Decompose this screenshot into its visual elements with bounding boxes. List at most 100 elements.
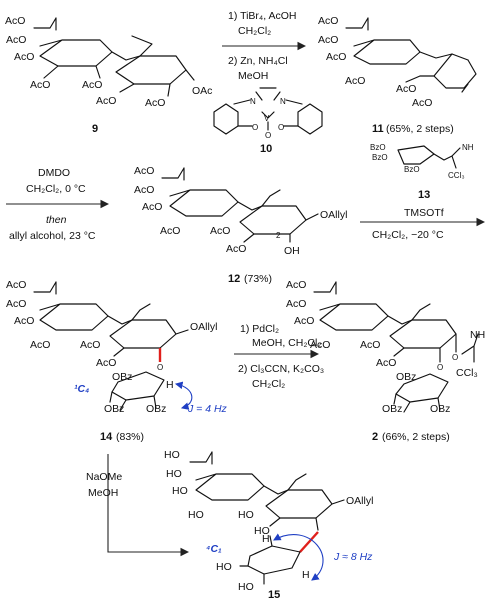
acetoxy-label: AcO (145, 97, 165, 109)
acetoxy-label: AcO (160, 225, 180, 237)
reagent-solvent: CH₂Cl₂ (238, 25, 271, 37)
acetoxy-label: AcO (286, 279, 306, 291)
compound-12-structure: AcO AcO AcO AcO AcO AcO OAllyl OH 2 12 (… (134, 165, 347, 285)
compound-15-structure: HO HO HO HO HO HO OAllyl H HO H HO ⁴C₁ J… (164, 449, 373, 601)
benzoyloxy-label: BzO (372, 153, 388, 162)
benzoyloxy-label: OBz (146, 403, 166, 415)
reaction-arrow-step5 (107, 454, 190, 557)
acetoxy-label: AcO (6, 279, 26, 291)
oxo-atom: O (265, 131, 271, 140)
imine-label: NH (462, 143, 474, 152)
coupling-arrow-15 (273, 533, 324, 581)
hydroxyl-label: HO (166, 468, 182, 480)
compound-9-number: 9 (92, 123, 98, 135)
compound-14-yield: (83%) (116, 431, 144, 443)
acetoxy-label: AcO (210, 225, 230, 237)
acetoxy-label: AcO (82, 79, 102, 91)
benzoyloxy-label: OBz (104, 403, 124, 415)
acetoxy-label: AcO (326, 51, 346, 63)
glycosidic-bond-highlight (299, 531, 319, 553)
reagent-conditions: CH₂Cl₂, 0 °C (26, 183, 86, 195)
acetoxy-label: AcO (294, 315, 314, 327)
acetoxy-label: OAc (192, 85, 212, 97)
reagent-then: then (46, 214, 67, 226)
compound-12-yield: (73%) (244, 273, 272, 285)
compound-13-structure: BzO BzO BzO NH CCl₃ 13 (370, 143, 474, 201)
allyloxy-label: OAllyl (190, 321, 217, 333)
acetoxy-label: AcO (286, 298, 306, 310)
acetoxy-label: AcO (30, 79, 50, 91)
reagent-tmsotf: TMSOTf (404, 207, 444, 219)
reagent-pdcl2: 1) PdCl₂ (240, 323, 279, 335)
hydrogen-atom: H (166, 379, 174, 391)
acetoxy-label: AcO (6, 34, 26, 46)
benzoyloxy-label: OBz (430, 403, 450, 415)
acetoxy-label: AcO (226, 243, 246, 255)
oxygen-atom: O (437, 363, 443, 372)
acetoxy-label: AcO (134, 165, 154, 177)
acetoxy-label: AcO (134, 184, 154, 196)
acetoxy-label: AcO (142, 201, 162, 213)
oxygen-atom: O (452, 353, 458, 362)
hydroxyl-label: HO (164, 449, 180, 461)
acetoxy-label: AcO (345, 75, 365, 87)
compound-15-number: 15 (268, 589, 280, 601)
reagent-tibr4: 1) TiBr₄, AcOH (228, 10, 296, 22)
conformation-label-15: ⁴C₁ (206, 543, 222, 555)
acetoxy-label: AcO (14, 315, 34, 327)
acetoxy-label: AcO (318, 15, 338, 27)
compound-13-number: 13 (418, 189, 430, 201)
acetoxy-label: AcO (310, 339, 330, 351)
compound-10-structure: N N V O O O 10 (213, 87, 323, 155)
hydroxyl-label: HO (238, 509, 254, 521)
reagent-conditions: CH₂Cl₂, −20 °C (372, 229, 444, 241)
acetoxy-label: AcO (14, 51, 34, 63)
benzoyloxy-label: OBz (112, 371, 132, 383)
acetoxy-label: AcO (96, 357, 116, 369)
compound-9-structure: AcO AcO AcO AcO AcO AcO AcO OAc 9 (5, 15, 212, 135)
acetoxy-label: AcO (80, 339, 100, 351)
hydroxyl-label: OH (284, 245, 300, 257)
acetoxy-label: AcO (360, 339, 380, 351)
compound-11-structure: AcO AcO AcO AcO AcO AcO 11 (65%, 2 steps… (318, 15, 477, 135)
trichloromethyl-label: CCl₃ (448, 171, 465, 180)
compound-2-structure: AcO AcO AcO AcO AcO AcO O O NH CCl₃ OBz … (286, 279, 485, 443)
coupling-constant-15: J ≈ 8 Hz (333, 551, 373, 563)
allyloxy-label: OAllyl (320, 209, 347, 221)
compound-10-number: 10 (260, 143, 272, 155)
hydroxyl-label: HO (172, 485, 188, 497)
hydrogen-atom: H (302, 569, 310, 581)
reagent-solvent: MeOH (88, 487, 118, 499)
reagent-solvent: MeOH (238, 70, 268, 82)
reagent-allyl-alcohol: allyl alcohol, 23 °C (9, 230, 96, 242)
nitrogen-atom: N (250, 97, 256, 106)
reagent-zn: 2) Zn, NH₄Cl (228, 55, 288, 67)
reagent-cl3ccn: 2) Cl₃CCN, K₂CO₃ (238, 363, 324, 375)
acetoxy-label: AcO (376, 357, 396, 369)
compound-11-yield: (65%, 2 steps) (386, 123, 454, 135)
nitrogen-atom: N (280, 97, 286, 106)
coupling-constant-14: J = 4 Hz (187, 403, 228, 415)
trichloromethyl-label: CCl₃ (456, 367, 478, 379)
hydroxyl-label: HO (216, 561, 232, 573)
benzoyloxy-label: BzO (370, 143, 386, 152)
oxygen-atom: O (278, 123, 284, 132)
reagent-solvent: MeOH, CH₂Cl₂ (252, 337, 321, 349)
benzoyloxy-label: OBz (396, 371, 416, 383)
acetoxy-label: AcO (30, 339, 50, 351)
imine-label: NH (470, 329, 485, 341)
acetoxy-label: AcO (318, 34, 338, 46)
vanadium-atom: V (264, 114, 270, 123)
reagent-naome: NaOMe (86, 471, 122, 483)
compound-2-number: 2 (372, 431, 378, 443)
allyloxy-label: OAllyl (346, 495, 373, 507)
conformation-label-14: ¹C₄ (74, 383, 89, 395)
reagent-solvent: CH₂Cl₂ (252, 378, 285, 390)
compound-12-number: 12 (228, 273, 240, 285)
hydroxyl-label: HO (238, 581, 254, 593)
acetoxy-label: AcO (412, 97, 432, 109)
compound-14-number: 14 (100, 431, 113, 443)
compound-2-yield: (66%, 2 steps) (382, 431, 450, 443)
acetoxy-label: AcO (6, 298, 26, 310)
